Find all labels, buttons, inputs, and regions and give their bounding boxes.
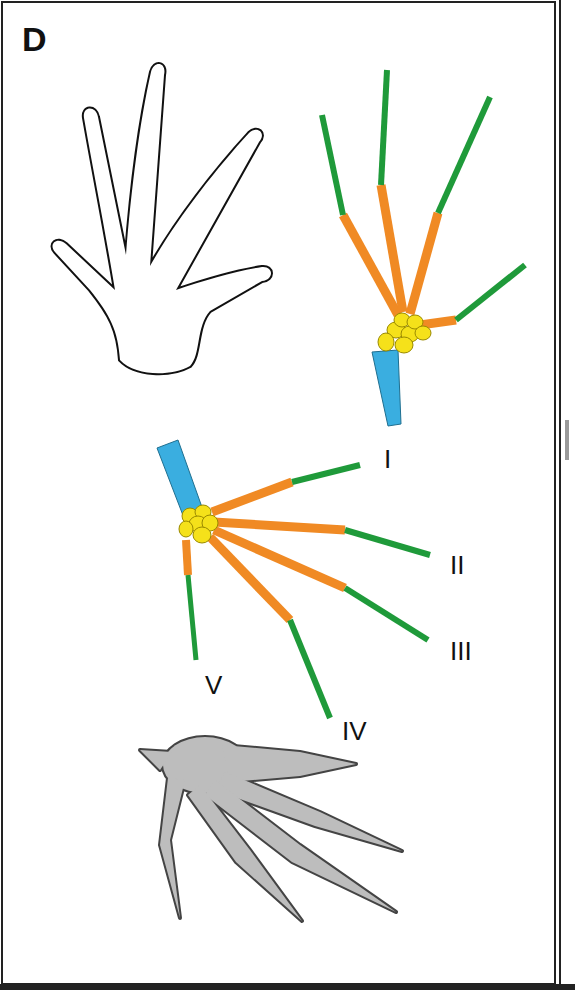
- digit-number: IV: [342, 718, 367, 744]
- digit-number: II: [450, 552, 464, 578]
- digit-number: I: [384, 446, 391, 472]
- digit-number: V: [205, 672, 222, 698]
- digit-number: III: [450, 638, 472, 664]
- panel-letter: D: [22, 22, 47, 56]
